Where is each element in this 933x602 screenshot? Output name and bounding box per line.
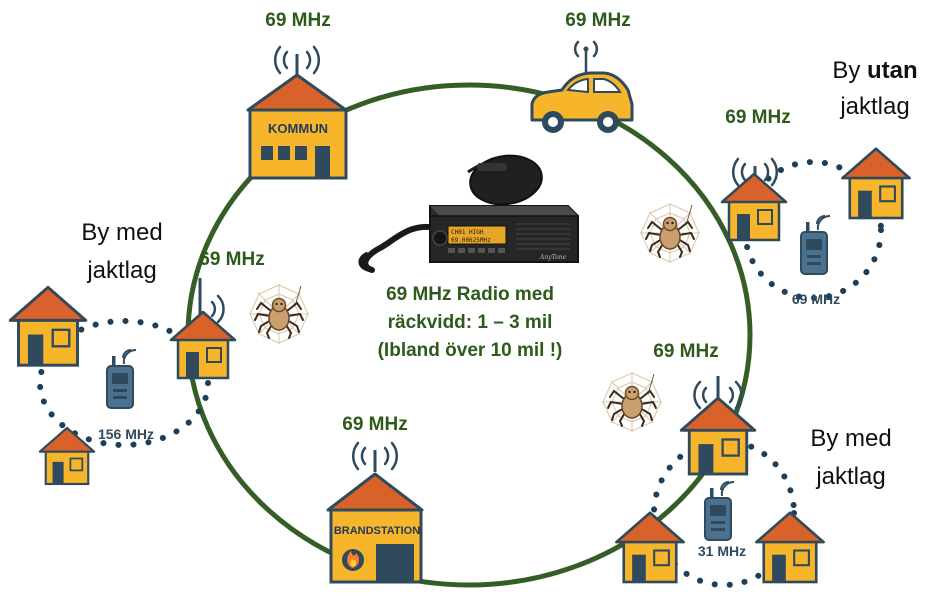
left-ring-house: [169, 278, 237, 380]
bottom-right-village-handheld-icon: [704, 480, 735, 541]
left-village-house-large: [8, 285, 88, 367]
top-right-village-label-bold: utan: [867, 57, 918, 84]
radio-caption-line1: 69 MHz Radio med: [386, 284, 554, 305]
right-lower-ring-house: [679, 376, 757, 476]
left-ring-house-icon: [169, 310, 237, 380]
top-right-village-handheld-icon: [800, 214, 831, 275]
right-lower-house-freq-label: 69 MHz: [653, 341, 718, 362]
bottom-right-village-house-right: [755, 511, 825, 584]
bottom-right-village-handheld-freq: 31 MHz: [698, 543, 746, 559]
top-right-village-handheld-freq: 69 MHz: [792, 291, 840, 307]
kommun-freq-label: 69 MHz: [265, 10, 330, 31]
radio-brand: AnyTone: [539, 254, 567, 261]
left-village-label-line2: jaktlag: [86, 257, 156, 284]
bottom-right-village-label-line1: By med: [810, 425, 891, 452]
radio-display-line1: CH01 HIGH: [451, 229, 484, 236]
top-right-village-house: [841, 147, 911, 220]
brandstation-building: BRANDSTATION: [326, 441, 424, 584]
left-house-freq-label: 69 MHz: [199, 249, 264, 270]
bottom-right-village-label-line2: jaktlag: [815, 463, 885, 490]
spider-web-left-icon: [248, 283, 310, 345]
radio-display-line2: 69.00625MHz: [451, 237, 491, 244]
spider-web-right-upper-icon: [639, 202, 701, 264]
bottom-right-village-house-left: [615, 511, 685, 584]
left-village-house-small: [38, 426, 96, 486]
kommun-antenna-icon: [273, 45, 321, 78]
radio-caption-line2: räckvidd: 1 – 3 mil: [388, 312, 553, 333]
top-right-village-label-line2: jaktlag: [839, 93, 909, 120]
brandstation-antenna-icon: [351, 441, 399, 474]
right-lower-ring-house-icon: [679, 396, 757, 476]
car: [530, 40, 634, 133]
car-freq-label: 69 MHz: [565, 10, 630, 31]
top-right-village-label-line1: By utan: [832, 57, 917, 84]
right-upper-ring-house: [720, 157, 788, 242]
brandstation-sign: BRANDSTATION: [334, 525, 420, 537]
brandstation-freq-label: 69 MHz: [342, 414, 407, 435]
spider-web-right-lower-icon: [601, 371, 663, 433]
mobile-radio: CH01 HIGH 69.00625MHz AnyTone: [358, 154, 579, 273]
left-village-label-line1: By med: [81, 219, 162, 246]
right-upper-ring-house-icon: [720, 172, 788, 242]
kommun-sign: KOMMUN: [268, 121, 328, 136]
top-right-village-label-prefix: By: [832, 57, 867, 84]
radio-caption-line3: (Ibland över 10 mil !): [378, 340, 563, 361]
kommun-building: KOMMUN: [246, 45, 348, 180]
left-village-dotted-circle: [37, 318, 211, 448]
left-village-handheld-freq: 156 MHz: [98, 426, 154, 442]
left-village-handheld-icon: [106, 348, 137, 409]
right-upper-house-freq-label: 69 MHz: [725, 107, 790, 128]
